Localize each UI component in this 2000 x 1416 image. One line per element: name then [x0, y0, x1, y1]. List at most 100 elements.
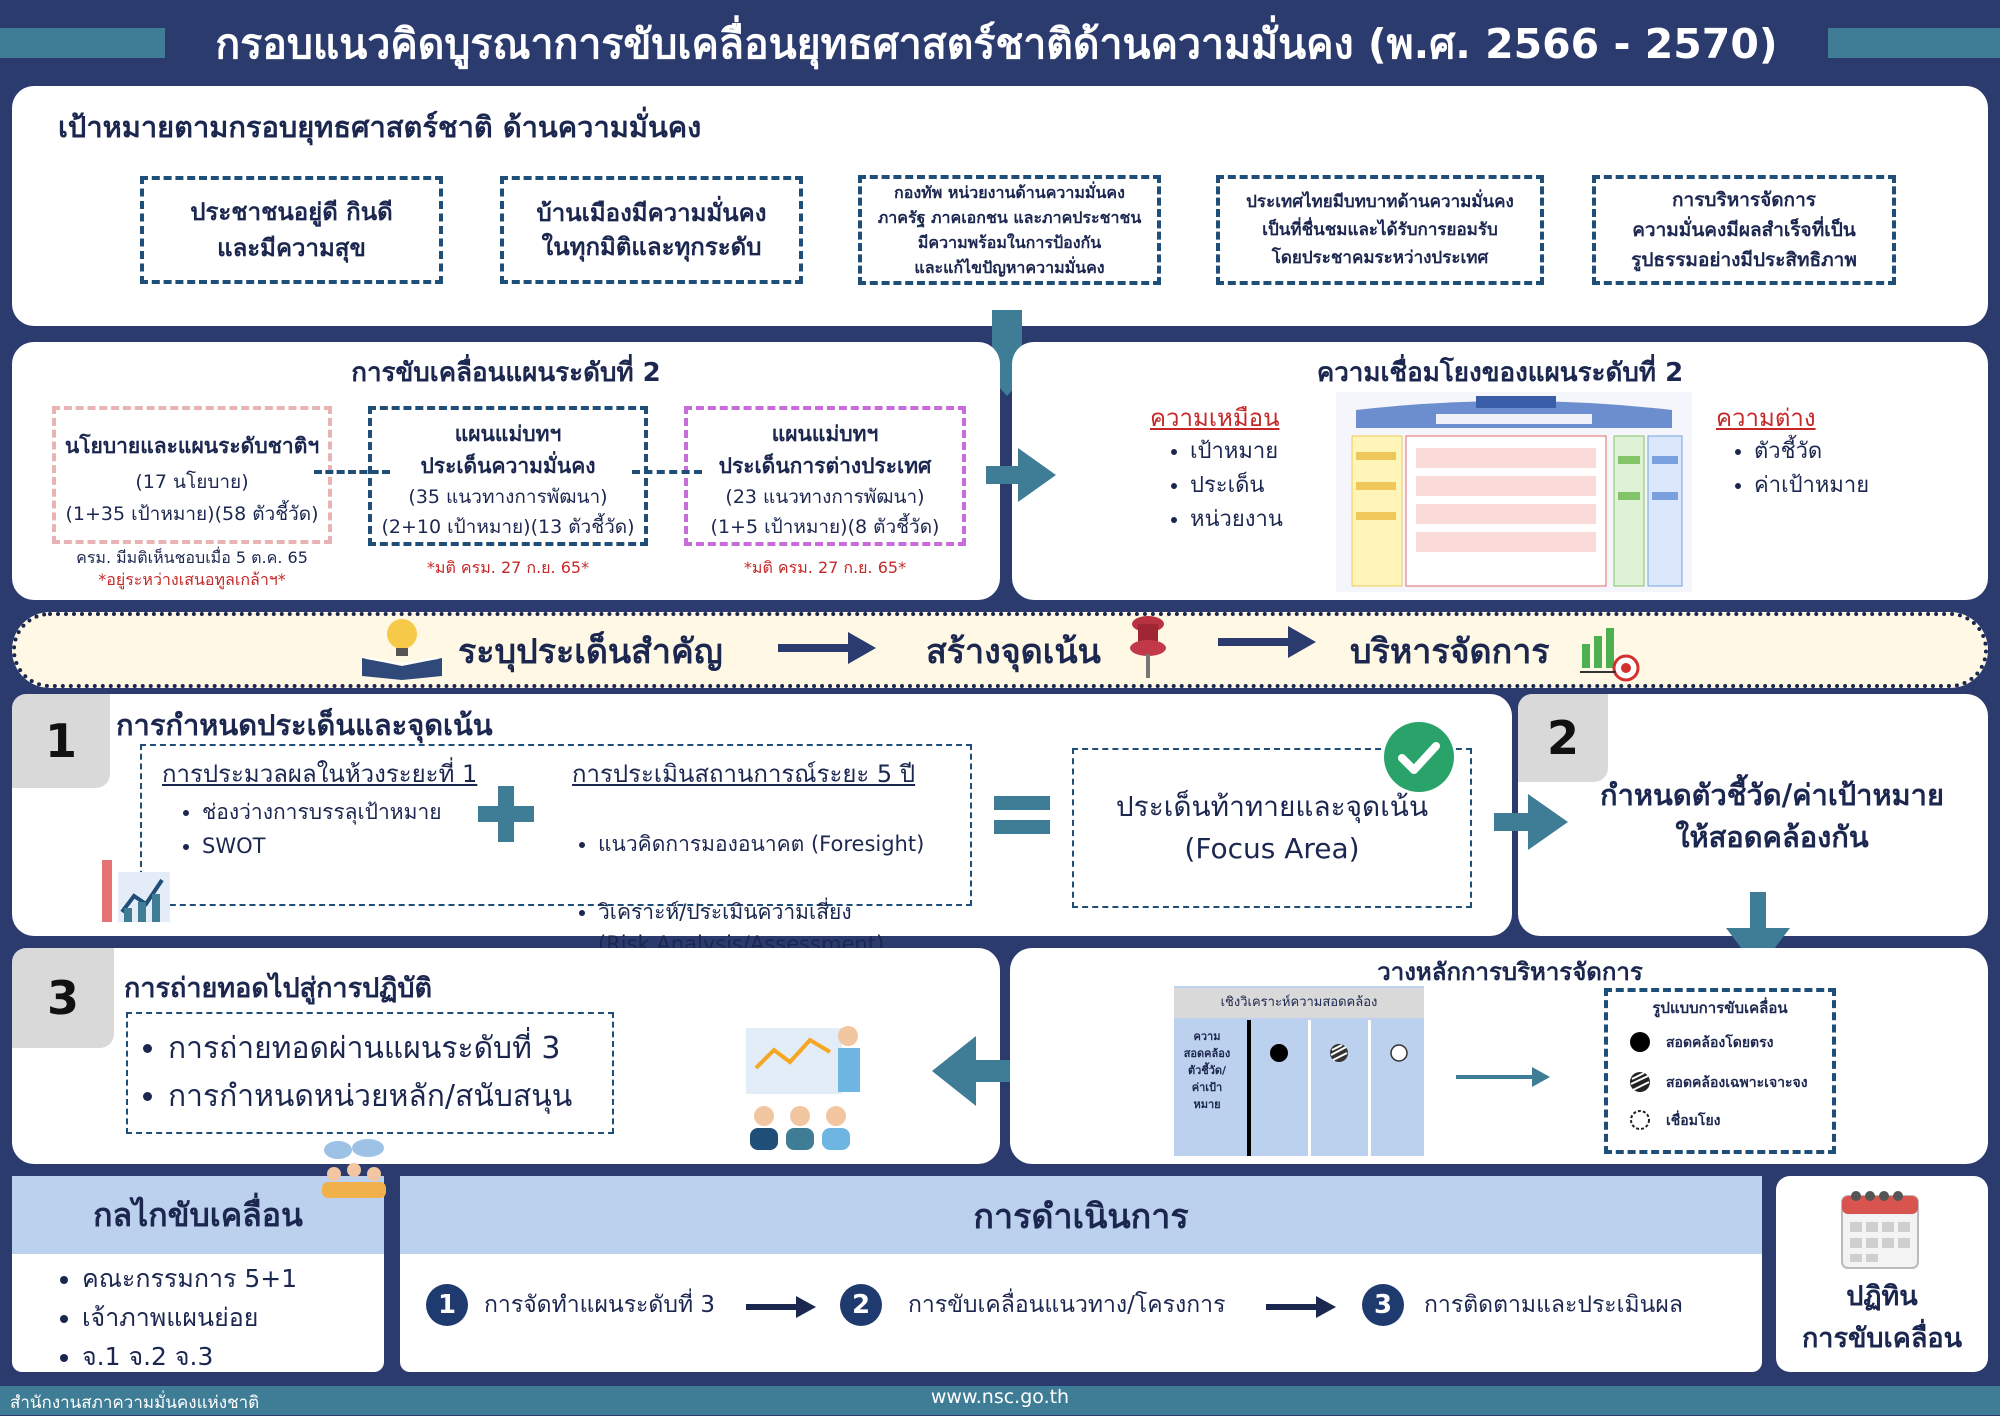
- goal-text-1: ประชาชนอยู่ดี กินดี และมีความสุข: [190, 198, 393, 262]
- sec2-number: 2: [1518, 694, 1608, 782]
- right-arrow-icon: [986, 448, 1056, 502]
- flow-step-2: สร้างจุดเน้น: [926, 632, 1101, 672]
- similar-item: เป้าหมาย: [1190, 436, 1283, 468]
- flow-banner: [12, 612, 1988, 688]
- foreign-plan-line-2: (1+5 เป้าหมาย)(8 ตัวชี้วัด): [710, 516, 940, 538]
- mech-list: คณะกรรมการ 5+1 เจ้าภาพแผนย่อย จ.1 จ.2 จ.…: [56, 1258, 297, 1377]
- sec1-left-list: ช่องว่างการบรรลุเป้าหมาย SWOT: [176, 794, 442, 864]
- sec1-left-item: SWOT: [202, 830, 442, 862]
- footer-bar: [0, 1386, 2000, 1415]
- sec3-number: 3: [12, 948, 114, 1048]
- ops-step-label: การติดตามและประเมินผล: [1424, 1292, 1683, 1318]
- pushpin-icon: [1130, 616, 1166, 678]
- foreign-plan-box: แผนแม่บทฯ ประเด็นการต่างประเทศ (23 แนวทา…: [684, 406, 966, 546]
- footer-url[interactable]: www.nsc.go.th: [930, 1386, 1070, 1408]
- sec3-list-box: [126, 1012, 614, 1134]
- sec1-right-list: แนวคิดการมองอนาคต (Foresight) วิเคราะห์/…: [572, 794, 924, 994]
- plan-thumbnail-image: [1336, 392, 1692, 592]
- goal-box-5: การบริหารจัดการ ความมั่นคงมีผลสำเร็จที่เ…: [1592, 175, 1896, 285]
- sec1-right-title: การประเมินสถานการณ์ระยะ 5 ปี: [572, 760, 916, 788]
- goals-heading: เป้าหมายตามกรอบยุทธศาสตร์ชาติ ด้านความมั…: [58, 110, 702, 144]
- link-heading: ความเชื่อมโยงของแผนระดับที่ 2: [1316, 358, 1684, 388]
- mech-item: คณะกรรมการ 5+1: [82, 1260, 297, 1297]
- right-arrow-icon: [1494, 794, 1568, 850]
- diff-label: ความต่าง: [1716, 404, 1816, 432]
- diff-item: ค่าเป้าหมาย: [1754, 470, 1869, 502]
- sec3-item: การถ่ายทอดผ่านแผนระดับที่ 3: [168, 1026, 572, 1072]
- security-plan-note: *มติ ครม. 27 ก.ย. 65*: [426, 558, 590, 577]
- sec3-item: การกำหนดหน่วยหลัก/สนับสนุน: [168, 1074, 572, 1120]
- security-plan-title: แผนแม่บทฯ ประเด็นความมั่นคง: [420, 422, 596, 478]
- mech-item: จ.1 จ.2 จ.3: [82, 1338, 297, 1375]
- ops-step-number: 3: [1362, 1284, 1404, 1326]
- goal-box-2: บ้านเมืองมีความมั่นคง ในทุกมิติและทุกระด…: [500, 176, 803, 284]
- legend-title: รูปแบบการขับเคลื่อน: [1652, 999, 1788, 1017]
- focus-area-box: ประเด็นท้าทายและจุดเน้น (Focus Area): [1072, 748, 1472, 908]
- focus-area-text: ประเด็นท้าทายและจุดเน้น (Focus Area): [1115, 790, 1429, 865]
- flow-arrow-icon: [778, 632, 876, 664]
- presentation-icon: [746, 1026, 860, 1150]
- ops-step-3: 3 การติดตามและประเมินผล: [1362, 1284, 1683, 1326]
- goal-text-5: การบริหารจัดการ ความมั่นคงมีผลสำเร็จที่เ…: [1631, 189, 1857, 271]
- target-chart-icon: [1580, 628, 1640, 682]
- level2-heading: การขับเคลื่อนแผนระดับที่ 2: [351, 358, 661, 388]
- connector-dash: [314, 470, 390, 474]
- checkmark-icon: [1384, 722, 1454, 792]
- legend-box: [1604, 988, 1836, 1154]
- goal-box-4: ประเทศไทยมีบทบาทด้านความมั่นคง เป็นที่ชื…: [1216, 175, 1544, 285]
- level2-panel: [12, 342, 1000, 600]
- policy-line-1: (17 นโยบาย): [135, 471, 249, 493]
- ops-arrow-icon: [1266, 1296, 1336, 1318]
- ops-step-1: 1 การจัดทำแผนระดับที่ 3: [426, 1284, 715, 1326]
- legend-item-3: เชื่อมโยง: [1666, 1113, 1721, 1129]
- sec1-right-item: แนวคิดการมองอนาคต (Foresight): [598, 828, 924, 860]
- goal-box-1: ประชาชนอยู่ดี กินดี และมีความสุข: [140, 176, 443, 284]
- sec1-number: 1: [12, 694, 110, 788]
- flow-step-1: ระบุประเด็นสำคัญ: [458, 632, 723, 672]
- footer-org: สำนักงานสภาความมั่นคงแห่งชาติ: [10, 1393, 260, 1413]
- policy-title: นโยบายและแผนระดับชาติฯ: [64, 434, 320, 458]
- diff-list: ตัวชี้วัด ค่าเป้าหมาย: [1728, 434, 1869, 504]
- linked-dot-icon: [1390, 1044, 1408, 1062]
- table-divider: [1308, 1020, 1311, 1156]
- direct-alignment-dot-icon: [1630, 1032, 1650, 1052]
- security-plan-box: แผนแม่บทฯ ประเด็นความมั่นคง (35 แนวทางกา…: [368, 406, 648, 546]
- alignment-table-head: เชิงวิเคราะห์ความสอดคล้อง: [1174, 988, 1424, 1018]
- policy-box: นโยบายและแผนระดับชาติฯ (17 นโยบาย) (1+35…: [52, 406, 332, 544]
- legend-item-2: สอดคล้องเฉพาะเจาะจง: [1666, 1075, 1808, 1091]
- ops-step-number: 1: [426, 1284, 468, 1326]
- specific-alignment-dot-icon: [1630, 1072, 1650, 1092]
- security-plan-line-2: (2+10 เป้าหมาย)(13 ตัวชี้วัด): [381, 516, 635, 538]
- header-bar-right: [1828, 28, 2000, 58]
- sec3-heading: การถ่ายทอดไปสู่การปฏิบัติ: [124, 973, 433, 1004]
- sec1-left-item: ช่องว่างการบรรลุเป้าหมาย: [202, 796, 442, 828]
- legend-item-1: สอดคล้องโดยตรง: [1666, 1035, 1774, 1051]
- sec3-list: การถ่ายทอดผ่านแผนระดับที่ 3 การกำหนดหน่ว…: [142, 1024, 572, 1122]
- ops-heading: การดำเนินการ: [400, 1176, 1762, 1254]
- goal-box-3: กองทัพ หน่วยงานด้านความมั่นคง ภาครัฐ ภาค…: [858, 175, 1161, 285]
- sec1-analysis-box: [140, 744, 972, 906]
- alignment-table-side: ความ สอดคล้อง ตัวชี้วัด/ ค่าเป้า หมาย: [1183, 1030, 1231, 1111]
- sec1-left-title: การประมวลผลในห้วงระยะที่ 1: [162, 760, 478, 788]
- divider-line: [1004, 396, 1010, 596]
- ops-step-number: 2: [840, 1284, 882, 1326]
- flow-arrow-icon: [1218, 626, 1316, 658]
- foreign-plan-note: *มติ ครม. 27 ก.ย. 65*: [743, 558, 907, 577]
- page-title: กรอบแนวคิดบูรณาการขับเคลื่อนยุทธศาสตร์ชา…: [215, 20, 1778, 68]
- goals-panel: [12, 86, 1988, 326]
- similar-item: ประเด็น: [1190, 470, 1283, 502]
- security-plan-line-1: (35 แนวทางการพัฒนา): [408, 486, 608, 508]
- flow-step-3: บริหารจัดการ: [1350, 632, 1550, 672]
- equals-icon: [994, 796, 1050, 834]
- similar-item: หน่วยงาน: [1190, 504, 1283, 536]
- policy-line-2: (1+35 เป้าหมาย)(58 ตัวชี้วัด): [65, 503, 319, 525]
- mech-item: เจ้าภาพแผนย่อย: [82, 1299, 297, 1336]
- goal-text-2: บ้านเมืองมีความมั่นคง ในทุกมิติและทุกระด…: [536, 199, 767, 261]
- ops-arrow-icon: [746, 1296, 816, 1318]
- table-divider: [1247, 1020, 1251, 1156]
- similar-label: ความเหมือน: [1150, 404, 1280, 432]
- ops-step-2: 2 การขับเคลื่อนแนวทาง/โครงการ: [840, 1284, 1225, 1326]
- policy-note-2: *อยู่ระหว่างเสนอทูลเกล้าฯ*: [98, 570, 286, 589]
- foreign-plan-line-1: (23 แนวทางการพัฒนา): [725, 486, 925, 508]
- sec1-panel: [12, 694, 1512, 936]
